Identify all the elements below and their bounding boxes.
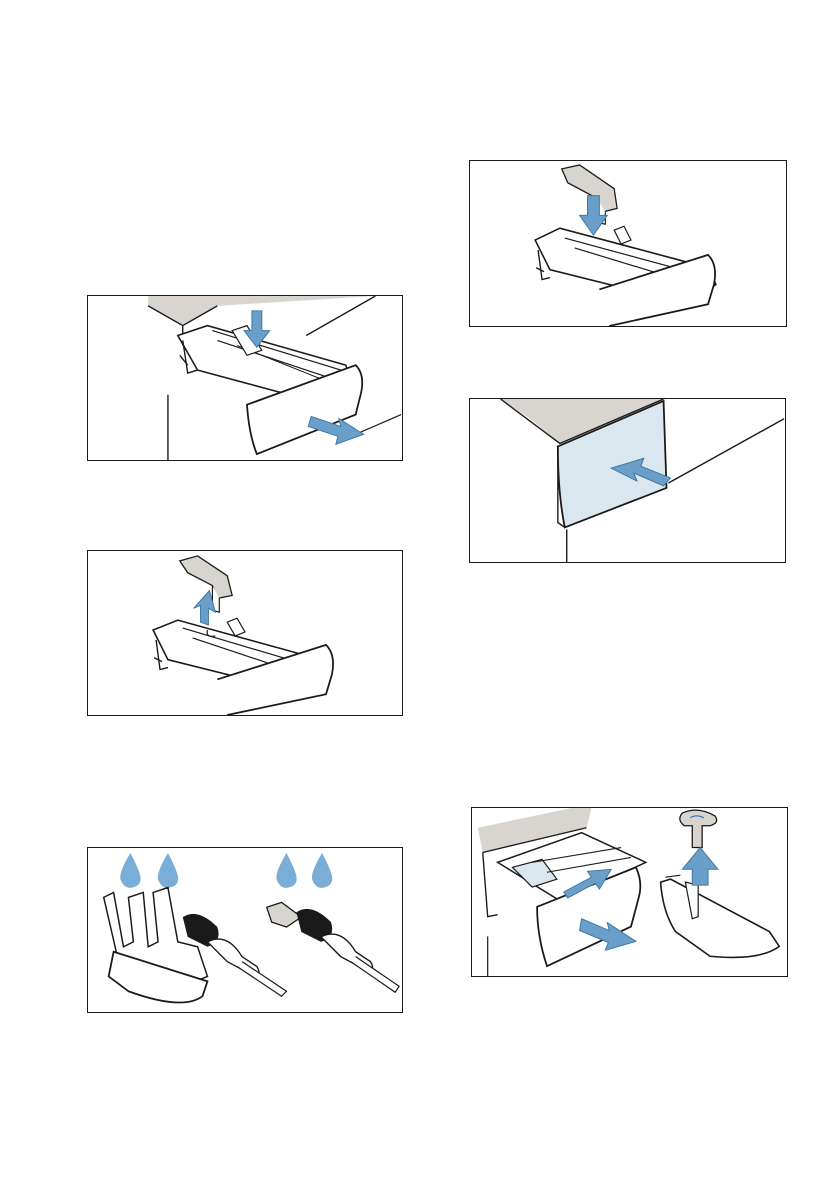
- push-drawer-illustration: [470, 399, 785, 562]
- figure-clean-with-water-and-brush: [87, 847, 403, 1013]
- water-drop-icon: [158, 853, 178, 888]
- figure-pull-drawer-out: [87, 295, 403, 461]
- siphon-container: [661, 879, 780, 957]
- remove-insert-illustration: [88, 551, 402, 715]
- water-drop-icon: [120, 853, 140, 888]
- refit-insert-illustration: [470, 161, 786, 326]
- insert-part: [267, 902, 302, 927]
- insert-part: [180, 556, 232, 598]
- siphon-up-arrow: [682, 848, 718, 886]
- water-drop-icon: [312, 853, 332, 888]
- figure-refit-insert: [469, 160, 787, 327]
- drawer-pull-illustration: [88, 296, 402, 460]
- clean-brush-illustration: [88, 848, 402, 1012]
- siphon-illustration: [472, 808, 787, 976]
- figure-push-drawer-in: [469, 398, 786, 563]
- figure-remove-siphon-cap: [471, 807, 788, 977]
- figure-remove-insert: [87, 550, 403, 716]
- water-drop-icon: [276, 853, 296, 888]
